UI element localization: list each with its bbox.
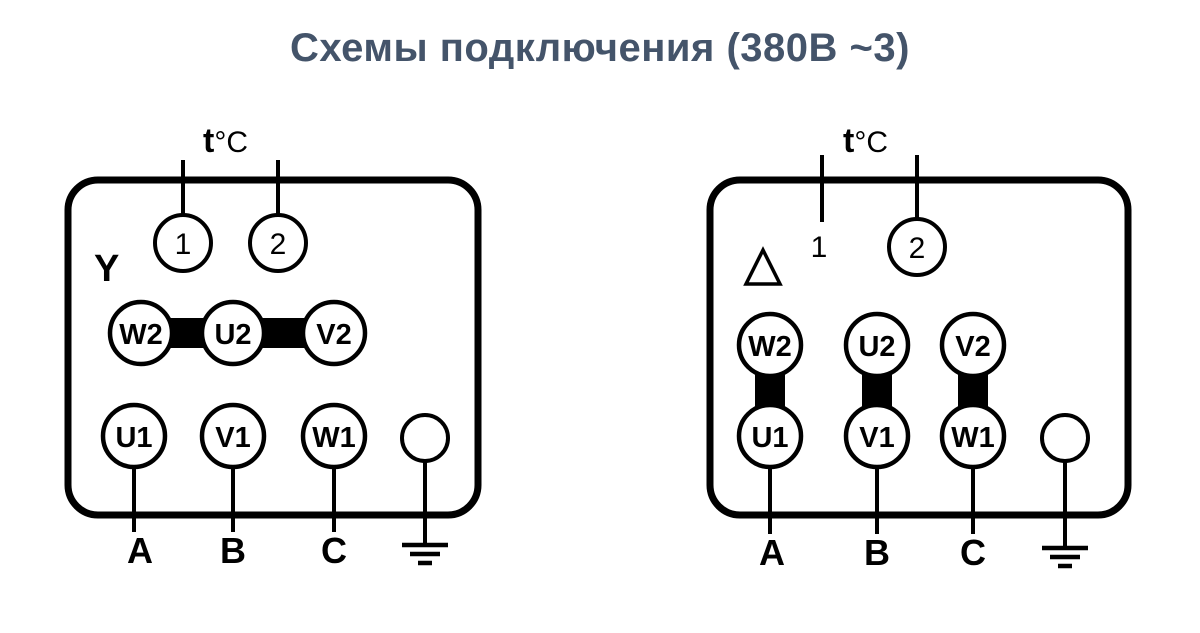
- terminal-u2-label: U2: [214, 319, 251, 351]
- delta-diagram: t°C 1 2 W2 U2 V2: [706, 122, 1132, 573]
- terminal-v2: [939, 311, 1007, 379]
- terminal-u2: [199, 299, 267, 367]
- page-title: Схемы подключения (380В ~3): [290, 26, 910, 70]
- thermal-sensor-label: t°C: [203, 122, 248, 160]
- terminal-w2-label: W2: [748, 331, 792, 363]
- terminal-u2: [843, 311, 911, 379]
- terminal-v1: [843, 402, 911, 470]
- terminal-w2: [736, 311, 804, 379]
- terminal-v2-label: V2: [316, 319, 351, 351]
- terminal-u1: [100, 402, 168, 470]
- ground-icon: [402, 542, 448, 566]
- thermal-terminal-1-label: 1: [811, 231, 828, 264]
- terminal-u1-label: U1: [751, 422, 788, 454]
- terminal-v1: [199, 402, 267, 470]
- phase-label-c: C: [321, 530, 347, 571]
- thermal-label-t: t: [203, 122, 214, 160]
- star-diagram: t°C 1 2 Y W2 U2 V2: [64, 122, 482, 571]
- thermal-label-unit: °C: [854, 126, 888, 159]
- terminal-w1: [939, 402, 1007, 470]
- thermal-terminal-1: [153, 213, 213, 273]
- ground-terminal: [1040, 413, 1090, 463]
- thermal-terminal-2-label: 2: [909, 232, 926, 265]
- terminal-w1-label: W1: [312, 422, 356, 454]
- ground-terminal: [400, 413, 450, 463]
- ground-icon: [1042, 545, 1088, 569]
- phase-label-a: A: [127, 530, 153, 571]
- phase-label-b: B: [220, 530, 246, 571]
- thermal-terminal-2: [887, 217, 947, 277]
- star-symbol: Y: [94, 248, 119, 290]
- phase-label-b: B: [864, 532, 890, 573]
- terminal-w1-label: W1: [951, 422, 995, 454]
- terminal-u2-label: U2: [858, 331, 895, 363]
- terminal-w2-label: W2: [119, 319, 163, 351]
- thermal-label-unit: °C: [214, 126, 248, 159]
- terminal-v1-label: V1: [215, 422, 250, 454]
- thermal-terminal-2-label: 2: [270, 228, 287, 261]
- thermal-sensor-label: t°C: [843, 122, 888, 160]
- phase-label-a: A: [759, 532, 785, 573]
- phase-label-c: C: [960, 532, 986, 573]
- thermal-terminal-1-label: 1: [175, 228, 192, 261]
- thermal-terminal-2: [248, 213, 308, 273]
- terminal-v2: [300, 299, 368, 367]
- terminal-u1: [736, 402, 804, 470]
- terminal-w2: [107, 299, 175, 367]
- delta-icon: [743, 246, 783, 286]
- terminal-w1: [300, 402, 368, 470]
- thermal-label-t: t: [843, 122, 854, 160]
- terminal-u1-label: U1: [115, 422, 152, 454]
- terminal-v2-label: V2: [955, 331, 990, 363]
- terminal-v1-label: V1: [859, 422, 894, 454]
